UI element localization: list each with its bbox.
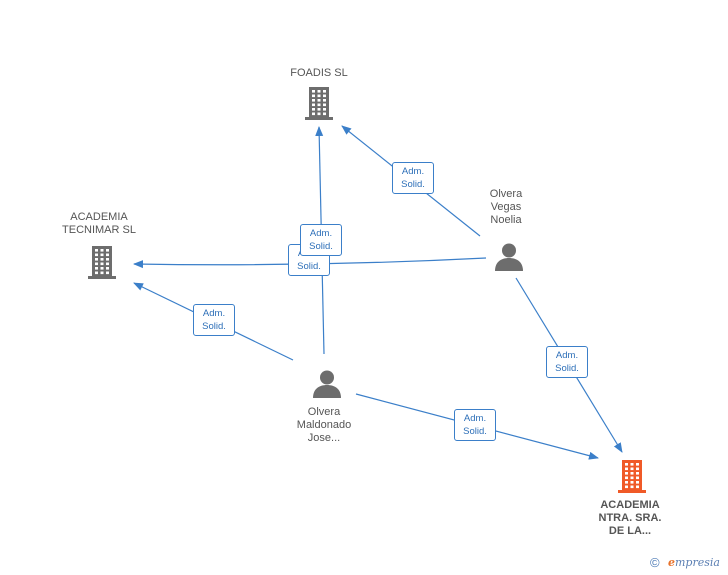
node-label-noelia[interactable]: Olvera Vegas Noelia: [489, 188, 523, 226]
person-icon[interactable]: [312, 369, 342, 399]
brand-logo: empresia: [668, 556, 720, 569]
node-label-jose[interactable]: Olvera Maldonado Jose...: [296, 406, 352, 444]
person-icon[interactable]: [494, 242, 524, 272]
node-label-nuestra[interactable]: ACADEMIA NTRA. SRA. DE LA...: [598, 499, 662, 537]
copyright-icon: ©: [650, 555, 660, 570]
edge-label-jose-tecnimar: Adm.Solid.: [193, 304, 235, 336]
building-icon[interactable]: [303, 86, 335, 120]
node-label-foadis[interactable]: FOADIS SL: [290, 67, 348, 79]
edge-label-noelia-foadis: Adm.Solid.: [392, 162, 434, 194]
edge-label-jose-foadis: Adm.Solid.: [300, 224, 342, 256]
node-label-tecnimar[interactable]: ACADEMIA TECNIMAR SL: [62, 211, 136, 236]
building-icon[interactable]: [616, 459, 648, 493]
footer-brand[interactable]: © empresia: [648, 553, 728, 573]
edge-label-noelia-nuestra: Adm.Solid.: [546, 346, 588, 378]
edge-label-jose-nuestra: Adm.Solid.: [454, 409, 496, 441]
building-icon[interactable]: [86, 245, 118, 279]
